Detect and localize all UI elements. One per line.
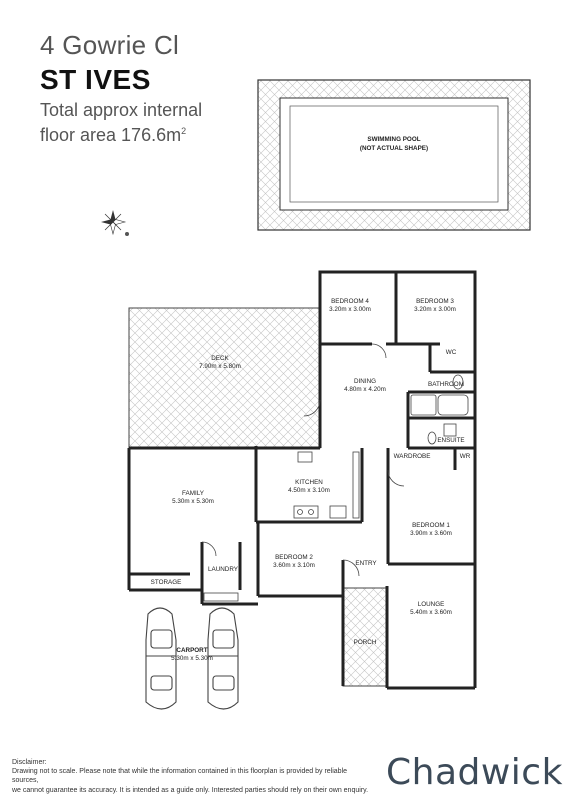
- bedroom4-size: 3.20m x 3.00m: [329, 306, 371, 313]
- compass-icon: [101, 210, 129, 236]
- storage-name: STORAGE: [151, 579, 182, 586]
- floor-area-text: Total approx internal floor area 176.6m2: [40, 100, 260, 146]
- property-address: 4 Gowrie Cl: [40, 30, 180, 60]
- brand-logo: Chadwick: [386, 752, 563, 793]
- disclaimer-line1: Drawing not to scale. Please note that w…: [12, 768, 348, 785]
- lounge-size: 5.40m x 3.60m: [410, 609, 452, 616]
- pool-note: (NOT ACTUAL SHAPE): [360, 145, 428, 152]
- porch-area: [342, 587, 388, 687]
- carport-size: 5.30m x 5.30m: [171, 655, 213, 662]
- disclaimer: Disclaimer: Drawing not to scale. Please…: [12, 758, 372, 795]
- floor-area-line2: floor area 176.6m: [40, 125, 182, 145]
- swimming-pool: SWIMMING POOL (NOT ACTUAL SHAPE): [257, 79, 531, 231]
- disclaimer-line2: we cannot guarantee its accuracy. It is …: [12, 786, 369, 794]
- car-left-icon: [145, 607, 177, 710]
- wardrobe-name: WARDROBE: [394, 453, 431, 460]
- deck-area: [128, 307, 321, 449]
- bedroom3-name: BEDROOM 3: [416, 298, 454, 305]
- fixtures: [201, 343, 469, 602]
- pool-label: SWIMMING POOL: [367, 136, 420, 143]
- kitchen-size: 4.50m x 3.10m: [288, 487, 330, 494]
- laundry-name: LAUNDRY: [208, 566, 239, 573]
- family-name: FAMILY: [182, 490, 205, 497]
- porch-name: PORCH: [354, 639, 377, 646]
- disclaimer-title: Disclaimer:: [12, 759, 47, 766]
- room-labels: BEDROOM 4 3.20m x 3.00m BEDROOM 3 3.20m …: [151, 298, 471, 662]
- car-right-icon: [207, 607, 239, 710]
- kitchen-name: KITCHEN: [295, 479, 323, 486]
- deck-name: DECK: [211, 355, 229, 362]
- deck-size: 7.90m x 5.80m: [199, 363, 241, 370]
- bedroom2-name: BEDROOM 2: [275, 554, 313, 561]
- bedroom1-name: BEDROOM 1: [412, 522, 450, 529]
- entry-name: ENTRY: [355, 560, 377, 567]
- bedroom2-size: 3.60m x 3.10m: [273, 562, 315, 569]
- floor-area-unit: 2: [181, 126, 187, 136]
- bedroom1-size: 3.90m x 3.60m: [410, 530, 452, 537]
- wr-name: WR: [460, 453, 471, 460]
- lounge-name: LOUNGE: [418, 601, 445, 608]
- wc-name: WC: [446, 349, 457, 356]
- bedroom3-size: 3.20m x 3.00m: [414, 306, 456, 313]
- walls: [127, 270, 477, 690]
- property-suburb: ST IVES: [40, 64, 151, 95]
- carport-name: CARPORT: [176, 647, 207, 654]
- floor-area-line1: Total approx internal: [40, 100, 203, 120]
- dining-name: DINING: [354, 378, 376, 385]
- ensuite-name: ENSUITE: [437, 437, 464, 444]
- dining-size: 4.80m x 4.20m: [344, 386, 386, 393]
- bedroom4-name: BEDROOM 4: [331, 298, 369, 305]
- family-size: 5.30m x 5.30m: [172, 498, 214, 505]
- bathroom-name: BATHROOM: [428, 381, 464, 388]
